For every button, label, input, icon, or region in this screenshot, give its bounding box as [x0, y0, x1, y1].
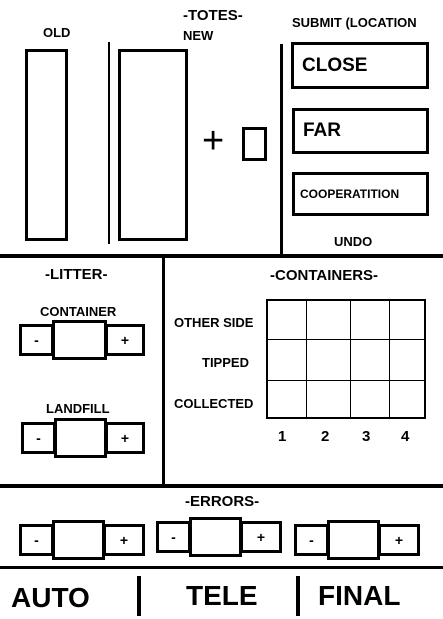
errors-2-plus-label: + — [256, 529, 266, 545]
coopertition-button[interactable]: COOPERATITION — [292, 172, 429, 216]
litter-landfill-plus-label: + — [120, 430, 130, 446]
divider-tele-final — [296, 576, 300, 616]
totes-add-box[interactable] — [242, 127, 267, 161]
errors-1-minus-label: - — [34, 532, 39, 548]
errors-title: -ERRORS- — [185, 493, 260, 510]
totes-new-counter[interactable] — [118, 49, 188, 241]
divider-top — [0, 254, 443, 258]
totes-old-counter[interactable] — [25, 49, 68, 241]
containers-cell-other-side-1[interactable] — [267, 300, 307, 340]
undo-button[interactable]: UNDO — [334, 234, 373, 249]
containers-cell-tipped-3[interactable] — [350, 339, 390, 381]
litter-container-minus-label: - — [34, 332, 39, 348]
far-button[interactable]: FAR — [292, 108, 429, 154]
litter-container-plus-button[interactable]: + — [105, 324, 145, 356]
totes-old-label: OLD — [43, 25, 71, 40]
containers-cell-other-side-4[interactable] — [389, 300, 425, 340]
tab-final[interactable]: FINAL — [318, 580, 401, 611]
containers-col-label-4: 4 — [401, 428, 410, 445]
containers-col-label-2: 2 — [321, 428, 330, 445]
litter-container-minus-button[interactable]: - — [19, 324, 54, 356]
litter-landfill-minus-label: - — [36, 430, 41, 446]
errors-3-minus-label: - — [309, 532, 314, 548]
containers-cell-tipped-2[interactable] — [306, 339, 351, 381]
close-button[interactable]: CLOSE — [291, 42, 429, 89]
containers-col-label-1: 1 — [278, 428, 287, 445]
totes-title: -TOTES- — [183, 7, 243, 24]
containers-cell-collected-3[interactable] — [350, 380, 390, 418]
close-button-label: CLOSE — [302, 54, 368, 76]
errors-1-plus-label: + — [119, 532, 129, 548]
errors-3-value — [327, 520, 380, 560]
containers-cell-collected-2[interactable] — [306, 380, 351, 418]
errors-2-value — [189, 517, 242, 557]
errors-1-plus-button[interactable]: + — [103, 524, 145, 556]
litter-container-label: CONTAINER — [40, 304, 117, 319]
litter-container-plus-label: + — [120, 332, 130, 348]
coopertition-button-label: COOPERATITION — [300, 187, 400, 201]
containers-cell-other-side-3[interactable] — [350, 300, 390, 340]
containers-col-label-3: 3 — [362, 428, 371, 445]
litter-container-value — [52, 320, 107, 360]
far-button-label: FAR — [303, 120, 341, 141]
litter-landfill-label: LANDFILL — [46, 401, 110, 416]
containers-cell-collected-1[interactable] — [267, 380, 307, 418]
errors-1-value — [52, 520, 105, 560]
litter-landfill-value — [54, 418, 107, 458]
errors-3-minus-button[interactable]: - — [294, 524, 329, 556]
submit-title: SUBMIT (LOCATION — [292, 15, 417, 30]
divider-litter-containers — [162, 256, 165, 486]
containers-cell-other-side-2[interactable] — [306, 300, 351, 340]
errors-2-plus-button[interactable]: + — [240, 521, 282, 553]
totes-plus-sign[interactable]: + — [202, 120, 225, 162]
errors-3-plus-button[interactable]: + — [378, 524, 420, 556]
containers-cell-tipped-4[interactable] — [389, 339, 425, 381]
errors-3-plus-label: + — [394, 532, 404, 548]
containers-row-label-tipped: TIPPED — [202, 355, 249, 370]
divider-middle — [0, 484, 443, 488]
containers-title: -CONTAINERS- — [270, 267, 379, 284]
errors-1-minus-button[interactable]: - — [19, 524, 54, 556]
containers-cell-tipped-1[interactable] — [267, 339, 307, 381]
litter-landfill-plus-button[interactable]: + — [105, 422, 145, 454]
containers-cell-collected-4[interactable] — [389, 380, 425, 418]
errors-2-minus-label: - — [171, 529, 176, 545]
containers-row-label-other-side: OTHER SIDE — [174, 315, 254, 330]
totes-new-label: NEW — [183, 28, 214, 43]
tab-tele[interactable]: TELE — [186, 580, 258, 611]
litter-landfill-minus-button[interactable]: - — [21, 422, 56, 454]
divider-totes-submit — [280, 44, 283, 256]
divider-auto-tele — [137, 576, 141, 616]
errors-2-minus-button[interactable]: - — [156, 521, 191, 553]
divider-bottom — [0, 566, 443, 569]
divider-totes-inner — [108, 42, 110, 244]
containers-grid — [266, 299, 426, 419]
containers-row-label-collected: COLLECTED — [174, 396, 254, 411]
tab-auto[interactable]: AUTO — [11, 582, 90, 613]
litter-title: -LITTER- — [45, 266, 108, 283]
